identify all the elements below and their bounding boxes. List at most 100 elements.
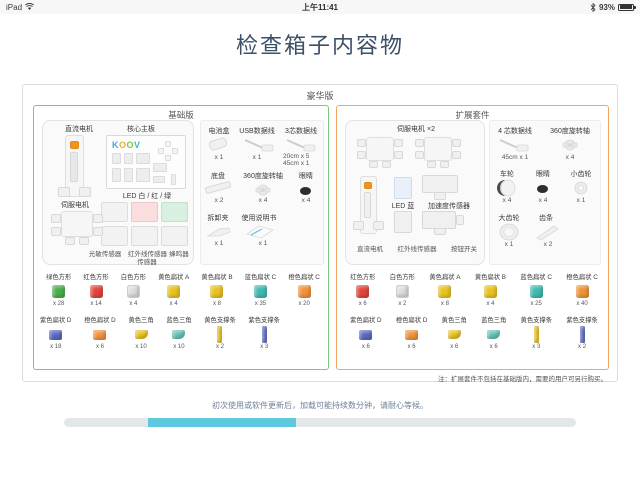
acc-qty-eye-ext: x 4 bbox=[538, 197, 548, 204]
label-button-switch: 按钮开关 bbox=[451, 246, 477, 253]
loading-progress-bar bbox=[64, 418, 576, 427]
acc-qty-removal-clip: x 1 bbox=[214, 240, 224, 247]
block-name-label: 紫色扁状 D bbox=[40, 317, 72, 324]
extension-devices-panel: 伺服电机 ×2 bbox=[345, 120, 485, 265]
servo-motor-icon-1 bbox=[366, 137, 394, 161]
block-swatch-icon bbox=[390, 283, 415, 300]
block-swatch-icon bbox=[166, 326, 191, 343]
acc-name-3pin-cable: 3芯数据线 bbox=[285, 128, 317, 135]
acc-qty-wheel: x 4 bbox=[502, 197, 512, 204]
block-quantity-label: x 14 bbox=[90, 301, 102, 307]
acc-name-4pin-cable: 4 芯数据线 bbox=[498, 128, 532, 135]
acc-name-usb-cable: USB数据线 bbox=[239, 128, 275, 135]
block-quantity-label: x 8 bbox=[440, 301, 449, 307]
extension-kit-note: 注：扩展套件不包括在基础版内，需要的用户可另行购买。 bbox=[438, 376, 607, 383]
extension-kit-label: 扩展套件 bbox=[455, 110, 490, 120]
acc-name-eye-ext: 眼睛 bbox=[536, 171, 550, 178]
block-name-label: 橙色扁状 C bbox=[288, 274, 320, 281]
block-name-label: 黄色扁状 B bbox=[474, 274, 507, 281]
acc-qty-gear-rack: x 2 bbox=[543, 241, 553, 248]
block-name-label: 蓝色扁状 C bbox=[520, 274, 552, 281]
label-ir-sensor-short: 红外线传感器 bbox=[128, 251, 167, 258]
block-quantity-label: x 28 bbox=[53, 301, 65, 307]
ios-status-bar: iPad 上午11:41 93% bbox=[0, 0, 640, 14]
loading-message: 初次使用或软件更新后，加载可能持续数分钟，请耐心等候。 bbox=[212, 401, 428, 410]
block-swatch-icon bbox=[84, 326, 116, 343]
led-white-icon bbox=[101, 202, 128, 222]
label-light-sensor: 光敏传感器 bbox=[88, 251, 122, 258]
block-swatch-icon bbox=[121, 283, 146, 300]
dc-motor-foot-left bbox=[58, 187, 70, 197]
block-quantity-label: x 10 bbox=[135, 344, 147, 350]
block-quantity-label: x 6 bbox=[95, 344, 104, 350]
block-swatch-icon bbox=[429, 283, 460, 300]
acc-name-eye: 眼睛 bbox=[299, 173, 313, 180]
acc-qty-large-gear: x 1 bbox=[504, 241, 514, 248]
acc-qty-battery-box: x 1 bbox=[214, 154, 224, 161]
acc-name-removal-clip: 拆卸夹 bbox=[207, 215, 229, 222]
rotary-axis-icon-ext bbox=[562, 139, 578, 151]
block-swatch-icon bbox=[566, 326, 597, 343]
sensor-tile-ir bbox=[131, 226, 158, 246]
block-quantity-label: x 2 bbox=[215, 344, 224, 350]
block-swatch-icon bbox=[350, 283, 375, 300]
acc-qty-3pin-cable-b: 45cm x 1 bbox=[283, 160, 310, 167]
dc-motor-body bbox=[70, 152, 78, 182]
core-board-icon: KOOV bbox=[106, 135, 186, 189]
block-swatch-icon bbox=[520, 283, 552, 300]
block-quantity-label: x 6 bbox=[489, 344, 498, 350]
block-item: 黄色支撑条 x 2 bbox=[204, 315, 235, 350]
block-name-label: 黄色支撑条 bbox=[204, 317, 236, 324]
block-swatch-icon bbox=[245, 283, 277, 300]
acc-name-gear-rack: 齿条 bbox=[539, 215, 553, 222]
block-swatch-icon bbox=[350, 326, 382, 343]
block-quantity-label: x 18 bbox=[50, 344, 62, 350]
block-name-label: 黄色扁状 B bbox=[201, 274, 233, 281]
accel-sensor-icon bbox=[422, 175, 458, 193]
block-swatch-icon bbox=[442, 326, 467, 343]
dc-motor-foot-right bbox=[79, 187, 91, 197]
sensor-tile-light bbox=[101, 226, 128, 246]
block-quantity-label: x 4 bbox=[169, 301, 178, 307]
basic-accessories-panel: 电池盒 x 1 USB数据线 x 1 3芯数据线 20cm x 5 45cm x… bbox=[200, 120, 324, 265]
block-name-label: 紫色扁状 D bbox=[350, 317, 382, 324]
manual-icon bbox=[246, 225, 274, 239]
block-quantity-label: x 35 bbox=[254, 301, 267, 307]
wifi-icon bbox=[25, 3, 35, 10]
rotary-axis-icon bbox=[255, 184, 271, 196]
block-quantity-label: x 40 bbox=[576, 301, 588, 307]
label-accel-sensor: 加速度传感器 bbox=[428, 203, 470, 210]
label-buzzer: 蜂鸣器 bbox=[169, 251, 189, 258]
block-quantity-label: x 6 bbox=[450, 344, 459, 350]
block-swatch-icon bbox=[481, 326, 506, 343]
device-name-label: iPad bbox=[6, 2, 23, 12]
acc-qty-small-gear: x 1 bbox=[576, 197, 586, 204]
bluetooth-icon bbox=[590, 2, 596, 12]
block-name-label: 白色方形 bbox=[389, 274, 415, 281]
battery-percent-label: 93% bbox=[598, 2, 615, 12]
acc-name-rotary-axis: 360度旋转轴 bbox=[243, 173, 283, 180]
extension-kit-box: 扩展套件 伺服电机 ×2 bbox=[336, 105, 609, 370]
wheel-icon bbox=[497, 179, 516, 197]
block-swatch-icon bbox=[396, 326, 428, 343]
ir-sensor-icon-ext bbox=[394, 211, 412, 233]
deluxe-edition-card: 豪华版 基础版 直流电机 核心主板 KOOV bbox=[22, 84, 618, 383]
status-bar-right: 93% bbox=[590, 2, 636, 12]
block-quantity-label: x 4 bbox=[486, 301, 495, 307]
block-quantity-label: x 3 bbox=[260, 344, 269, 350]
label-servo-motor: 伺服电机 bbox=[61, 202, 89, 209]
chassis-icon bbox=[204, 180, 232, 195]
block-name-label: 蓝色三角 bbox=[481, 317, 507, 324]
block-swatch-icon bbox=[83, 283, 108, 300]
block-name-label: 蓝色扁状 C bbox=[244, 274, 277, 281]
